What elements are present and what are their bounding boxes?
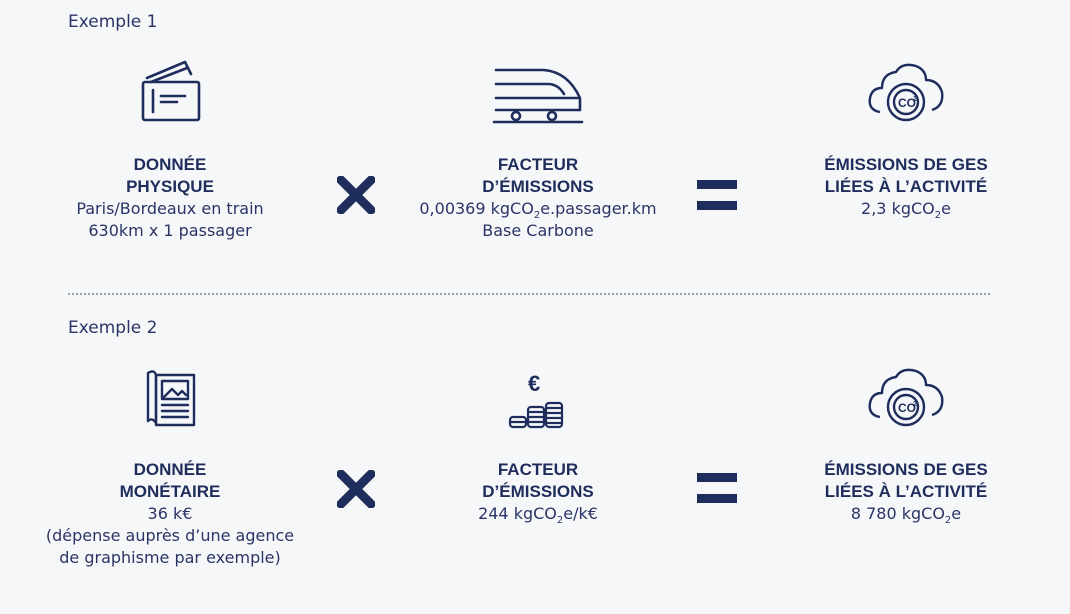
heading-line: ÉMISSIONS DE GES xyxy=(824,155,988,174)
value-text: e.passager.km xyxy=(540,199,657,218)
example-1-emission-factor: FACTEUR D’ÉMISSIONS 0,00369 kgCO2e.passa… xyxy=(398,60,678,242)
train-ticket-icon xyxy=(135,60,205,124)
value-text: 8 780 kgCO xyxy=(850,504,945,523)
equals-icon xyxy=(697,471,737,509)
svg-text:2: 2 xyxy=(913,401,917,408)
svg-text:€: € xyxy=(528,371,540,396)
multiply-icon xyxy=(336,175,376,218)
ghg-emissions-heading: ÉMISSIONS DE GES LIÉES À L’ACTIVITÉ xyxy=(824,154,987,198)
physical-data-line: Paris/Bordeaux en train xyxy=(76,199,264,218)
heading-line: ÉMISSIONS DE GES xyxy=(824,460,988,479)
multiply-icon xyxy=(336,469,376,512)
example-1-ghg-emissions: CO 2 ÉMISSIONS DE GES LIÉES À L’ACTIVITÉ… xyxy=(786,60,1026,221)
emission-factor-heading: FACTEUR D’ÉMISSIONS xyxy=(482,459,593,503)
heading-line: D’ÉMISSIONS xyxy=(482,482,594,501)
example-2-label: Exemple 2 xyxy=(68,318,158,338)
value-text: 0,00369 kgCO xyxy=(419,199,534,218)
emission-factor-source: Base Carbone xyxy=(482,221,594,240)
train-icon xyxy=(492,60,584,124)
heading-line: FACTEUR xyxy=(497,155,579,174)
example-2-monetary-data: DONNÉE MONÉTAIRE 36 k€ (dépense auprès d… xyxy=(46,365,294,569)
co2-cloud-icon: CO 2 xyxy=(866,60,946,124)
value-text: e xyxy=(941,199,951,218)
heading-line: FACTEUR xyxy=(497,460,579,479)
physical-data-line: 630km x 1 passager xyxy=(88,221,252,240)
heading-line: LIÉES À L’ACTIVITÉ xyxy=(824,177,988,196)
value-text: e/k€ xyxy=(563,504,598,523)
svg-text:2: 2 xyxy=(913,96,917,103)
heading-line: LIÉES À L’ACTIVITÉ xyxy=(824,482,988,501)
heading-line: MONÉTAIRE xyxy=(119,482,221,501)
subscript: 2 xyxy=(556,515,564,526)
subscript: 2 xyxy=(934,210,942,221)
svg-text:CO: CO xyxy=(898,401,916,415)
example-1-label: Exemple 1 xyxy=(68,12,158,32)
ghg-emissions-value: 8 780 kgCO2e xyxy=(850,503,962,526)
value-text: e xyxy=(951,504,962,523)
equals-icon xyxy=(697,178,737,216)
emission-factor-value: 244 kgCO2e/k€ xyxy=(478,503,598,526)
dotted-divider xyxy=(68,293,990,295)
example-1-physical-data: DONNÉE PHYSIQUE Paris/Bordeaux en train … xyxy=(50,60,290,242)
example-2-emission-factor: € FACTEUR D’ÉMISSIONS 244 kgCO2e/k€ xyxy=(398,365,678,526)
heading-line: DONNÉE xyxy=(133,460,207,479)
physical-data-heading: DONNÉE PHYSIQUE xyxy=(126,154,214,198)
brochure-icon xyxy=(140,365,200,429)
subscript: 2 xyxy=(533,210,541,221)
emission-factor-value: 0,00369 kgCO2e.passager.km xyxy=(419,198,657,221)
co2-cloud-icon: CO 2 xyxy=(866,365,946,429)
emission-factor-heading: FACTEUR D’ÉMISSIONS xyxy=(482,154,593,198)
euro-coins-icon: € xyxy=(508,365,568,429)
ghg-emissions-value: 2,3 kgCO2e xyxy=(861,198,951,221)
monetary-data-heading: DONNÉE MONÉTAIRE xyxy=(120,459,221,503)
value-text: 2,3 kgCO xyxy=(861,199,935,218)
value-text: 244 kgCO xyxy=(478,504,557,523)
monetary-data-line: de graphisme par exemple) xyxy=(59,548,281,567)
monetary-data-line: (dépense auprès d’une agence xyxy=(45,526,295,545)
heading-line: PHYSIQUE xyxy=(126,177,214,196)
heading-line: D’ÉMISSIONS xyxy=(482,177,594,196)
subscript: 2 xyxy=(944,515,952,526)
example-2-ghg-emissions: CO 2 ÉMISSIONS DE GES LIÉES À L’ACTIVITÉ… xyxy=(786,365,1026,526)
ghg-emissions-heading: ÉMISSIONS DE GES LIÉES À L’ACTIVITÉ xyxy=(824,459,987,503)
svg-text:CO: CO xyxy=(898,96,916,110)
heading-line: DONNÉE xyxy=(133,155,207,174)
monetary-data-line: 36 k€ xyxy=(147,504,193,523)
